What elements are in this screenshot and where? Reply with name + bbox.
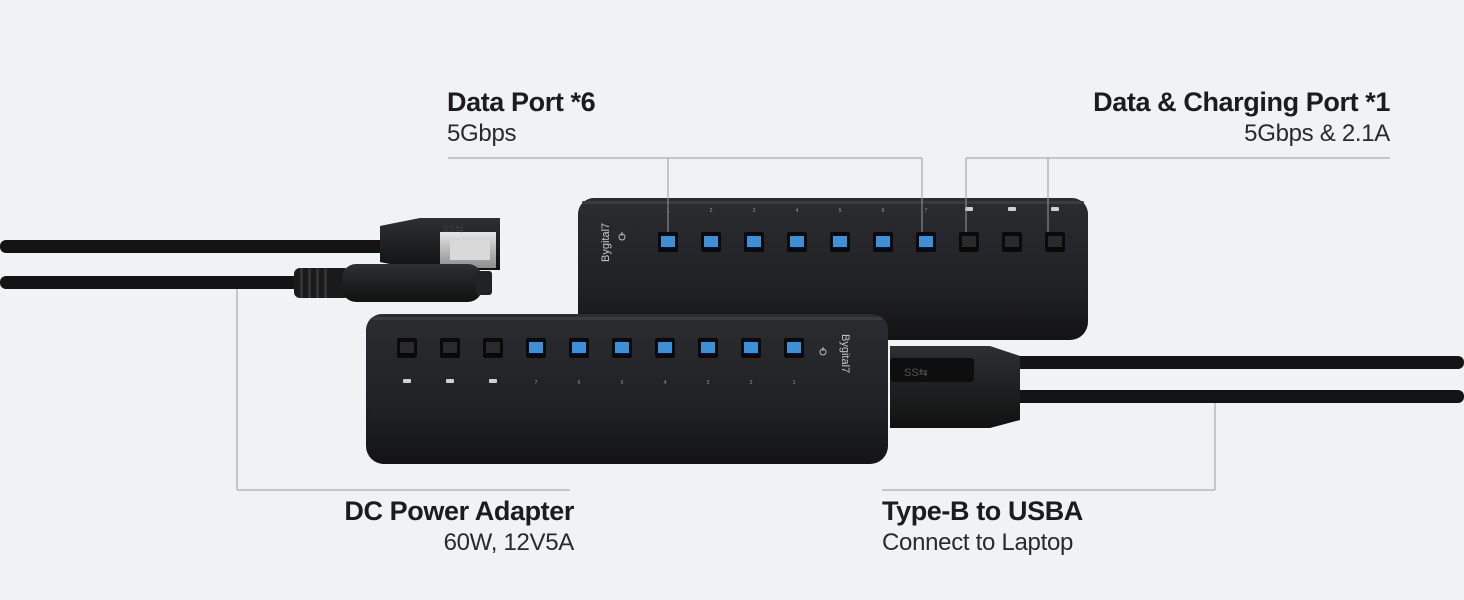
charging-port-title: Data & Charging Port *1: [1093, 87, 1390, 117]
leader-lines: [236, 157, 1390, 491]
usb-charging-port: [1045, 232, 1065, 252]
port-number: 7: [535, 380, 538, 386]
charging-port-marker: [965, 207, 973, 211]
usb-data-port: [830, 232, 850, 252]
charging-port-marker: [1051, 207, 1059, 211]
port-number: 1: [793, 380, 796, 386]
power-icon: [819, 347, 827, 356]
usb-data-port: [569, 338, 589, 358]
charging-port-marker: [446, 379, 454, 383]
usb-a-cable: SS⇆: [890, 346, 1464, 428]
usb-charging-port: [397, 338, 417, 358]
usb-data-port: [873, 232, 893, 252]
port-number: 6: [882, 208, 885, 214]
charging-port-label: Data & Charging Port *1 5Gbps & 2.1A: [1093, 86, 1390, 150]
power-icon: [618, 232, 626, 241]
dc-power-subtitle: 60W, 12V5A: [443, 529, 575, 556]
type-b-title: Type-B to USBA: [882, 496, 1083, 526]
charging-port-subtitle: 5Gbps & 2.1A: [1244, 120, 1390, 147]
data-port-subtitle: 5Gbps: [447, 120, 517, 147]
charging-port-marker: [403, 379, 411, 383]
port-number: 6: [578, 380, 581, 386]
usb-data-port: [916, 232, 936, 252]
usb-charging-port: [483, 338, 503, 358]
usb-superspeed-logo: SS⇆: [442, 224, 464, 235]
usb-charging-port: [1002, 232, 1022, 252]
svg-text:SS⇆: SS⇆: [442, 224, 464, 235]
usb-hub-front: 7 6 5 4 3 2 1 Bygital7: [366, 314, 888, 464]
port-number: 5: [621, 380, 624, 386]
port-number: 2: [750, 380, 753, 386]
svg-text:SS⇆: SS⇆: [904, 367, 928, 379]
usb-data-port: [784, 338, 804, 358]
port-number: 2: [710, 208, 713, 214]
usb-data-port: [655, 338, 675, 358]
type-b-label: Type-B to USBA Connect to Laptop: [882, 495, 1083, 559]
dc-power-title: DC Power Adapter: [344, 496, 574, 526]
dc-power-cable: [0, 264, 492, 302]
usb-data-port: [701, 232, 721, 252]
charging-port-marker: [489, 379, 497, 383]
usb-data-port: [698, 338, 718, 358]
usb-charging-port: [440, 338, 460, 358]
type-b-subtitle: Connect to Laptop: [882, 529, 1074, 556]
brand-logo-front: Bygital7: [839, 334, 851, 373]
port-number: 5: [839, 208, 842, 214]
data-port-title: Data Port *6: [447, 87, 596, 117]
port-number: 4: [796, 208, 799, 214]
port-number: 3: [753, 208, 756, 214]
usb-data-port: [612, 338, 632, 358]
usb-superspeed-logo: SS⇆: [904, 367, 928, 379]
usb-b-cable: SS⇆: [0, 218, 500, 270]
dc-power-label: DC Power Adapter 60W, 12V5A: [344, 495, 574, 559]
usb-data-port: [741, 338, 761, 358]
port-number: 4: [664, 380, 667, 386]
usb-data-port: [787, 232, 807, 252]
usb-data-port: [658, 232, 678, 252]
brand-logo-back: Bygital7: [600, 223, 612, 262]
usb-data-port: [526, 338, 546, 358]
usb-data-port: [744, 232, 764, 252]
usb-charging-port: [959, 232, 979, 252]
port-number: 7: [925, 208, 928, 214]
port-number: 3: [707, 380, 710, 386]
data-port-label: Data Port *6 5Gbps: [447, 86, 596, 150]
charging-port-marker: [1008, 207, 1016, 211]
